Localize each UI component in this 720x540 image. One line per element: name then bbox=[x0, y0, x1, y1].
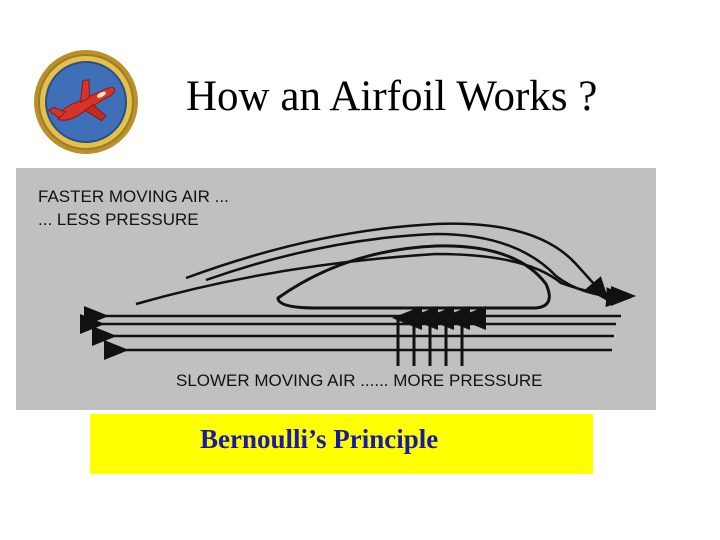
upper-flow-line bbox=[185, 222, 610, 302]
caption-text: Bernoulli’s Principle bbox=[200, 424, 439, 454]
airfoil-diagram: FASTER MOVING AIR ... ... LESS PRESSURE … bbox=[16, 168, 656, 410]
upper-flow-line bbox=[135, 252, 636, 306]
caption-box: Bernoulli’s Principle bbox=[90, 414, 593, 474]
page-title: How an Airfoil Works ? bbox=[186, 73, 598, 120]
slower-air-label: SLOWER MOVING AIR ...... MORE PRESSURE bbox=[176, 371, 543, 390]
faster-air-label: FASTER MOVING AIR ... bbox=[38, 187, 229, 206]
upward-pressure-arrows bbox=[392, 306, 486, 366]
airplane-merit-badge-icon bbox=[34, 50, 138, 154]
less-pressure-label: ... LESS PRESSURE bbox=[38, 210, 199, 229]
